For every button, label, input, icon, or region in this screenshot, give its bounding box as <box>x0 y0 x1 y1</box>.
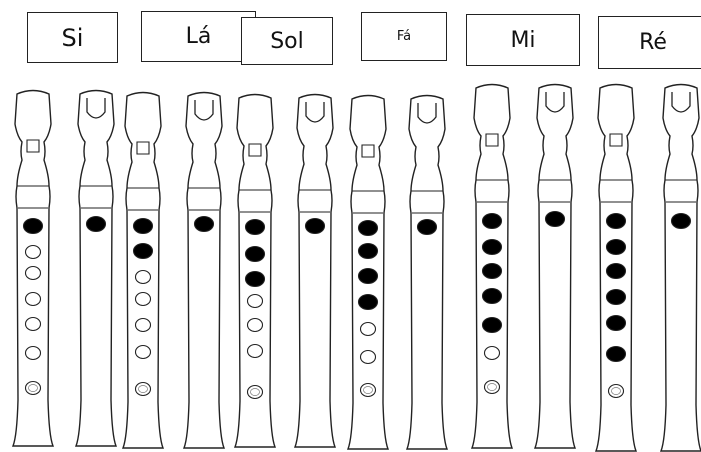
closed-hole-4 <box>481 287 503 305</box>
back-recorder-1-windway <box>86 98 106 119</box>
open-hole-inner <box>487 383 497 391</box>
open-hole-4 <box>134 291 152 307</box>
thumb-hole <box>544 210 566 228</box>
open-hole-6 <box>246 343 264 359</box>
back-recorder-4-windway <box>417 103 437 124</box>
closed-hole-2 <box>481 238 503 256</box>
note-label-mi: Mi <box>466 14 580 66</box>
open-hole-3 <box>24 265 42 281</box>
thumb-hole <box>416 218 438 236</box>
open-hole-6 <box>483 345 501 361</box>
open-hole-5 <box>246 317 264 333</box>
closed-hole-1 <box>605 212 627 230</box>
front-recorder-6-window <box>609 133 623 147</box>
closed-hole-2 <box>357 242 379 260</box>
back-recorder-6-body <box>659 83 701 452</box>
front-recorder-3-body <box>233 93 277 448</box>
thumb-hole <box>85 215 107 233</box>
open-hole-5 <box>134 317 152 333</box>
open-hole-7 <box>359 382 377 398</box>
open-hole-7 <box>483 379 501 395</box>
back-recorder-3-windway <box>305 102 325 123</box>
open-hole-7 <box>607 383 625 399</box>
open-hole-7 <box>24 380 42 396</box>
closed-hole-1 <box>481 212 503 230</box>
closed-hole-2 <box>132 242 154 260</box>
open-hole-5 <box>24 316 42 332</box>
open-hole-inner <box>28 384 38 392</box>
closed-hole-5 <box>605 314 627 332</box>
thumb-hole <box>193 215 215 233</box>
open-hole-inner <box>611 387 621 395</box>
front-recorder-2-window <box>136 141 150 155</box>
back-recorder-5-body <box>533 83 577 449</box>
note-label-fa: Fá <box>361 12 447 61</box>
back-recorder-2-body <box>182 91 226 449</box>
closed-hole-4 <box>605 288 627 306</box>
open-hole-4 <box>246 293 264 309</box>
closed-hole-3 <box>357 267 379 285</box>
closed-hole-1 <box>244 218 266 236</box>
open-hole-6 <box>359 349 377 365</box>
open-hole-inner <box>250 388 260 396</box>
front-recorder-1-window <box>26 139 40 153</box>
open-hole-3 <box>134 269 152 285</box>
closed-hole-1 <box>132 217 154 235</box>
closed-hole-1 <box>357 219 379 237</box>
open-hole-7 <box>134 381 152 397</box>
closed-hole-3 <box>244 270 266 288</box>
back-recorder-6-windway <box>671 92 691 113</box>
open-hole-5 <box>359 321 377 337</box>
back-recorder-2-windway <box>194 100 214 121</box>
note-label-sol: Sol <box>241 17 333 65</box>
thumb-hole <box>304 217 326 235</box>
closed-hole-4 <box>357 293 379 311</box>
front-recorder-5-window <box>485 133 499 147</box>
note-label-la: Lá <box>141 11 256 62</box>
closed-hole-2 <box>244 245 266 263</box>
open-hole-7 <box>246 384 264 400</box>
note-label-re: Ré <box>598 16 701 69</box>
closed-hole-3 <box>605 262 627 280</box>
fingering-group-4 <box>346 94 449 450</box>
fingering-group-5 <box>470 83 577 449</box>
open-hole-4 <box>24 291 42 307</box>
fingering-group-3 <box>233 93 337 448</box>
fingering-group-2 <box>121 91 226 449</box>
thumb-hole <box>670 212 692 230</box>
closed-hole-6 <box>605 345 627 363</box>
back-recorder-5-windway <box>545 92 565 113</box>
closed-hole-3 <box>481 262 503 280</box>
fingering-group-6 <box>594 83 701 452</box>
closed-hole-5 <box>481 316 503 334</box>
open-hole-6 <box>24 345 42 361</box>
open-hole-6 <box>134 344 152 360</box>
note-label-si: Si <box>27 12 118 63</box>
closed-hole-1 <box>22 217 44 235</box>
front-recorder-4-window <box>361 144 375 158</box>
open-hole-2 <box>24 244 42 260</box>
back-recorder-3-body <box>293 93 337 448</box>
closed-hole-2 <box>605 238 627 256</box>
back-recorder-1-body <box>74 89 118 447</box>
open-hole-inner <box>138 385 148 393</box>
fingering-group-1 <box>11 89 118 447</box>
front-recorder-3-window <box>248 143 262 157</box>
back-recorder-4-body <box>405 94 449 450</box>
open-hole-inner <box>363 386 373 394</box>
